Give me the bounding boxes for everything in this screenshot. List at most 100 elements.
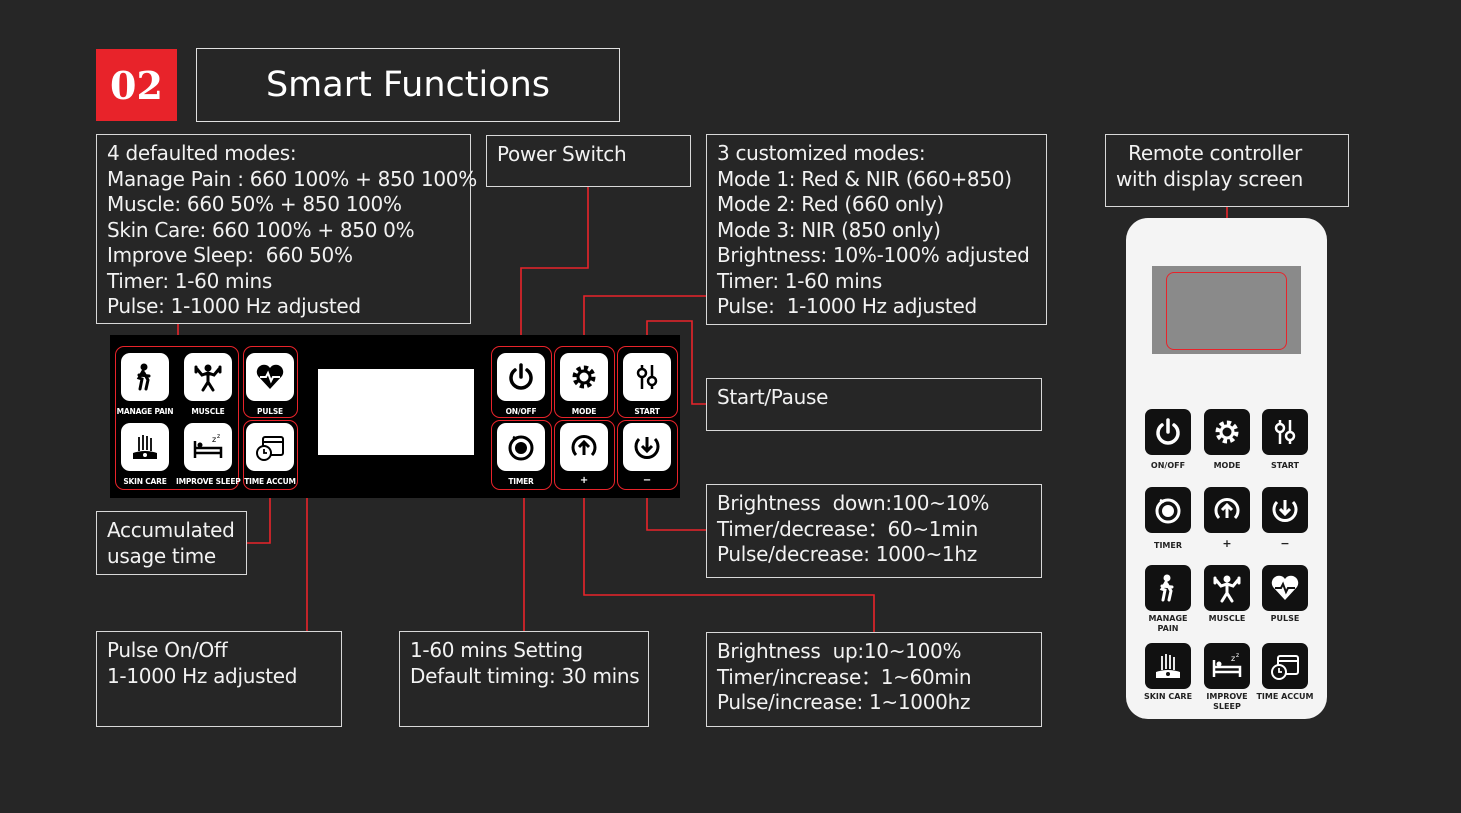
remote-label-improve-sleep: IMPROVE SLEEP	[1206, 692, 1248, 711]
skin-hair-icon	[133, 435, 157, 459]
panel-onoff-button[interactable]	[497, 353, 545, 401]
mode-group-frame	[115, 346, 239, 490]
callout-custom-modes: 3 customized modes: Mode 1: Red & NIR (6…	[706, 134, 1047, 325]
panel-label-onoff: ON/OFF	[505, 407, 537, 416]
section-number: 02	[96, 49, 177, 121]
remote-display-screen	[1152, 266, 1301, 354]
remote-time-accum-button[interactable]	[1262, 643, 1308, 689]
heart-pulse-icon	[1271, 575, 1299, 600]
sliders-icon	[636, 365, 658, 389]
arrow-down-icon	[634, 437, 660, 459]
remote-screen-frame	[1166, 272, 1287, 350]
remote-skin-care-button[interactable]	[1145, 643, 1191, 689]
panel-label-plus: +	[579, 475, 589, 486]
arrow-up-icon	[1214, 498, 1240, 520]
timer-icon	[1155, 498, 1181, 524]
panel-minus-button[interactable]	[623, 423, 671, 471]
person-pain-icon	[1159, 574, 1174, 602]
panel-label-time-accum: TIME ACCUM	[244, 477, 296, 486]
svg-text:z: z	[1236, 652, 1239, 659]
sliders-icon	[1274, 420, 1296, 444]
callout-start-pause: Start/Pause	[706, 378, 1042, 431]
power-icon	[509, 363, 533, 390]
remote-start-button[interactable]	[1262, 409, 1308, 455]
panel-display-screen	[318, 369, 474, 455]
panel-plus-button[interactable]	[560, 423, 608, 471]
remote-label-onoff: ON/OFF	[1150, 461, 1186, 470]
remote-mode-button[interactable]	[1204, 409, 1250, 455]
power-icon	[1156, 418, 1180, 445]
muscle-icon	[194, 364, 222, 392]
remote-label-time-accum: TIME ACCUM	[1256, 692, 1314, 701]
panel-label-skin-care: SKIN CARE	[123, 477, 167, 486]
callout-remote: Remote controller with display screen	[1105, 134, 1349, 207]
panel-label-manage-pain: MANAGE PAIN	[116, 407, 174, 416]
remote-label-pulse: PULSE	[1270, 614, 1300, 623]
callout-accumulated: Accumulated usage time	[96, 511, 247, 575]
panel-timer-button[interactable]	[497, 423, 545, 471]
page-title: Smart Functions	[196, 48, 620, 122]
arrow-up-icon	[571, 435, 597, 457]
panel-label-mode: MODE	[571, 407, 597, 416]
remote-label-skin-care: SKIN CARE	[1143, 692, 1193, 701]
time-accum-frame	[243, 420, 298, 490]
minus-frame	[617, 420, 678, 490]
muscle-icon	[1213, 575, 1241, 603]
calendar-clock-icon	[1271, 655, 1299, 680]
remote-plus-button[interactable]	[1204, 487, 1250, 533]
svg-text:z: z	[212, 435, 216, 444]
panel-muscle-button[interactable]	[184, 353, 232, 401]
connector-decrease	[646, 490, 706, 531]
remote-label-manage-pain: MANAGE PAIN	[1148, 614, 1188, 633]
panel-mode-button[interactable]	[560, 353, 608, 401]
svg-text:z: z	[1231, 654, 1235, 663]
connector-start	[646, 320, 706, 405]
remote-pulse-button[interactable]	[1262, 565, 1308, 611]
timer-frame	[491, 420, 552, 490]
arrow-down-icon	[1272, 500, 1298, 522]
plus-frame	[554, 420, 615, 490]
connector-increase	[583, 490, 875, 632]
panel-pulse-button[interactable]	[246, 353, 294, 401]
remote-onoff-button[interactable]	[1145, 409, 1191, 455]
remote-label-mode: MODE	[1213, 461, 1241, 470]
callout-power-switch: Power Switch	[486, 135, 691, 187]
skin-hair-icon	[1156, 654, 1180, 678]
callout-timer-setting: 1-60 mins Setting Default timing: 30 min…	[399, 631, 649, 727]
panel-label-start: START	[634, 407, 660, 416]
panel-time-accum-button[interactable]	[246, 423, 294, 471]
heart-pulse-icon	[256, 364, 284, 389]
callout-decrease: Brightness down:100~10% Timer/decrease：6…	[706, 484, 1042, 578]
remote-timer-button[interactable]	[1145, 487, 1191, 533]
remote-label-start: START	[1270, 461, 1300, 470]
panel-label-pulse: PULSE	[257, 407, 283, 416]
mode-frame	[554, 346, 615, 418]
connector-accumulated	[247, 490, 271, 544]
panel-manage-pain-button[interactable]	[121, 353, 169, 401]
calendar-clock-icon	[256, 436, 284, 461]
timer-icon	[508, 435, 534, 461]
onoff-frame	[491, 346, 552, 418]
gear-icon	[1215, 420, 1239, 444]
callout-pulse-onoff: Pulse On/Off 1-1000 Hz adjusted	[96, 631, 342, 727]
remote-muscle-button[interactable]	[1204, 565, 1250, 611]
remote-manage-pain-button[interactable]	[1145, 565, 1191, 611]
person-pain-icon	[136, 363, 151, 391]
remote-label-muscle: MUSCLE	[1208, 614, 1246, 623]
pulse-frame	[243, 346, 298, 418]
gear-icon	[572, 365, 596, 389]
panel-label-minus: −	[642, 475, 652, 486]
remote-minus-button[interactable]	[1262, 487, 1308, 533]
callout-default-modes: 4 defaulted modes: Manage Pain : 660 100…	[96, 134, 477, 324]
panel-label-improve-sleep: IMPROVE SLEEP	[176, 477, 241, 486]
panel-start-button[interactable]	[623, 353, 671, 401]
connector-custom-modes	[583, 295, 706, 350]
start-frame	[617, 346, 678, 418]
panel-label-muscle: MUSCLE	[191, 407, 225, 416]
panel-skin-care-button[interactable]	[121, 423, 169, 471]
remote-label-plus: +	[1222, 537, 1232, 550]
